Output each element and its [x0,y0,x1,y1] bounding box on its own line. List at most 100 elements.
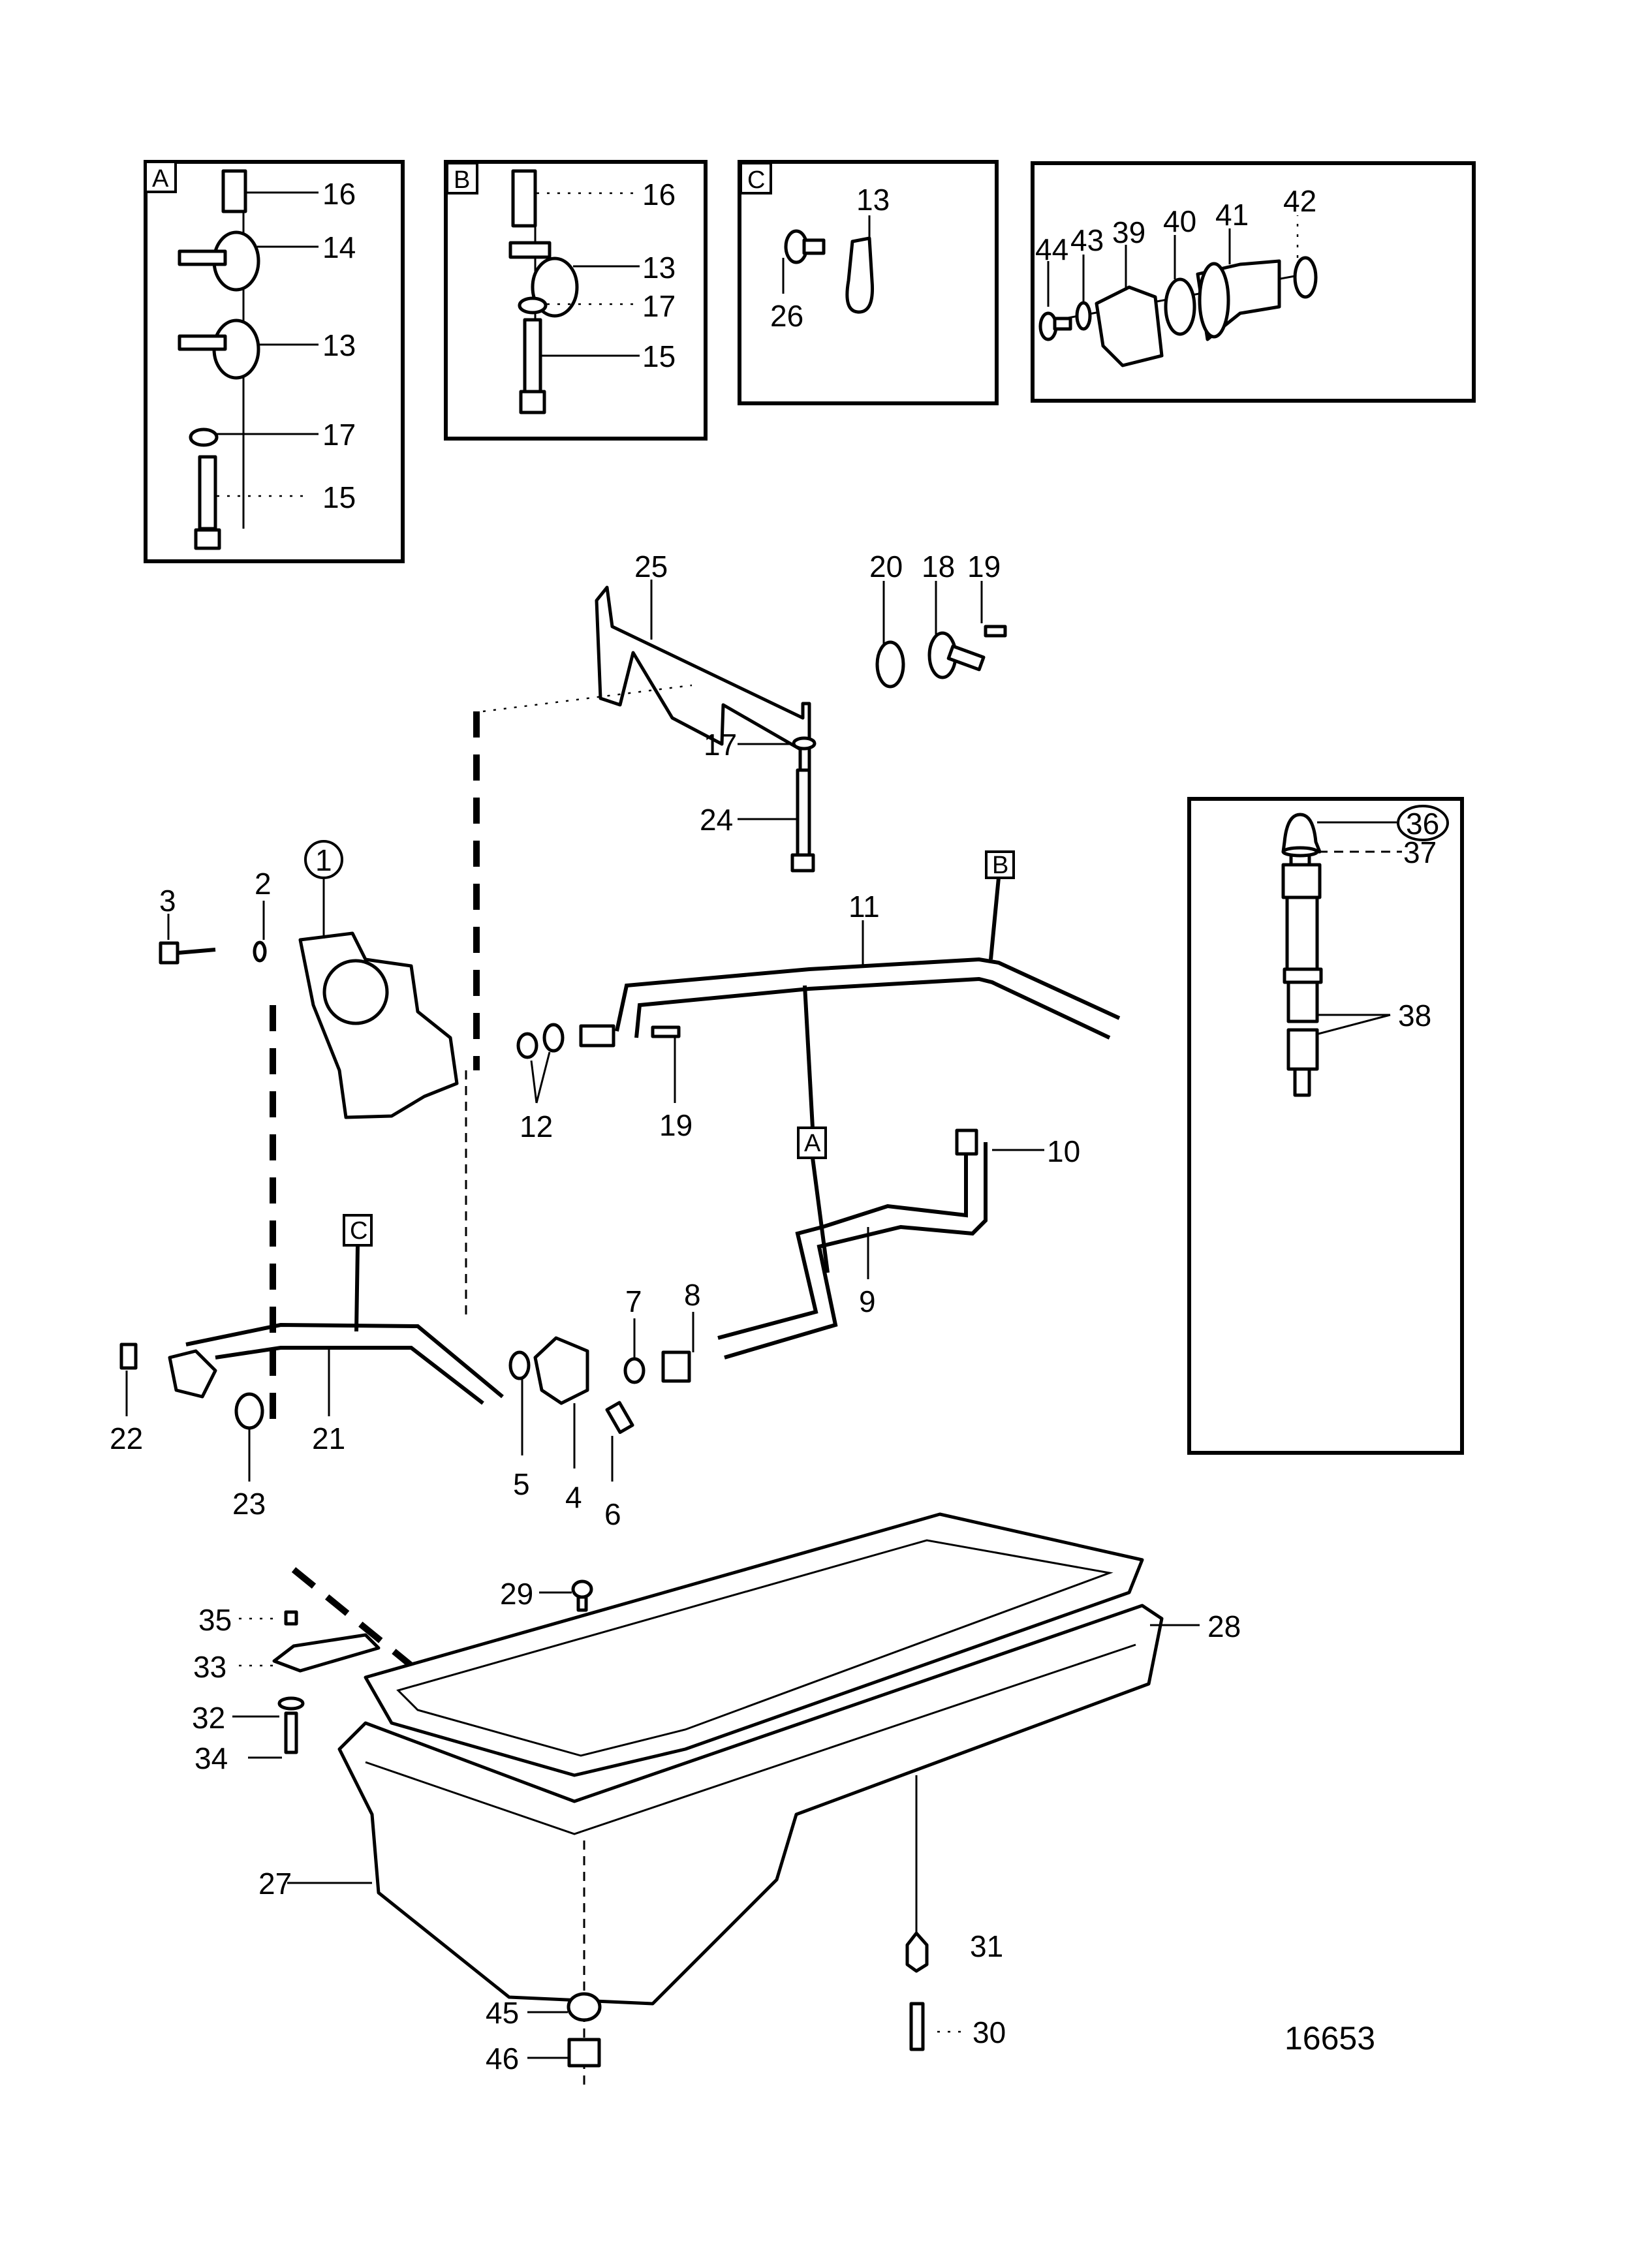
washer-17 [518,296,548,315]
washer-23 [234,1392,264,1430]
callout-a-17: 17 [322,418,356,452]
washer-32 [277,1696,305,1711]
callout-34: 34 [195,1741,228,1775]
detail-box-b: B 16 13 17 15 [444,160,708,441]
callout-8: 8 [684,1278,701,1312]
o-ring-37 [1281,846,1319,858]
callout-e-38: 38 [1398,999,1431,1033]
pipe-tag-a: A [804,1130,821,1157]
callout-b-13: 13 [642,251,676,285]
clip-13 [845,236,875,314]
callout-d-39: 39 [1112,215,1145,249]
pressure-pipe-assembly: C 22 23 21 [110,1214,504,1521]
detail-box-a: A 16 14 13 17 15 [144,160,405,563]
bolt-6 [605,1401,634,1435]
callout-18: 18 [922,550,955,583]
drawing-number: 16653 [1284,2020,1375,2057]
callout-9: 9 [859,1284,876,1318]
callout-b-16: 16 [642,178,676,211]
detail-box-dipstick: 36 37 38 [1187,797,1464,1455]
sleeve-16 [221,169,247,213]
oil-pump-assembly: 1 3 2 12 19 [159,711,693,1423]
callout-45: 45 [486,1996,519,2030]
bolt-3 [159,941,179,965]
bolt-24 [796,768,811,863]
bolt-34 [284,1711,298,1754]
oil-pump-1 [298,931,459,1119]
detail-box-a-tag: A [152,165,169,193]
callout-a-16: 16 [322,177,356,211]
oil-sump-assembly: 27 28 29 35 33 32 34 45 46 31 30 [192,1512,1241,2089]
banjo-fitting [168,1349,217,1399]
pipe-tag-b-frame [985,850,1015,879]
bolt-15 [198,455,217,531]
detail-box-c-tag: C [747,166,765,194]
callout-c-26: 26 [770,299,803,333]
detail-box-dipstick-frame [1187,797,1464,1455]
callout-4: 4 [565,1480,582,1514]
callout-19-top: 19 [967,550,1001,583]
detail-box-c-tag-frame [739,162,772,194]
plug-29 [571,1579,593,1599]
nipple-8 [661,1350,691,1383]
callout-28: 28 [1207,1609,1241,1643]
dipstick-tube-38 [1281,863,1322,899]
callout-46: 46 [486,2042,519,2075]
o-ring-40 [1164,277,1196,336]
washer-43 [1075,301,1092,331]
ring-42 [1293,256,1318,299]
seal-12b [542,1023,565,1053]
detail-box-a-tag-frame [144,161,177,193]
callout-d-42: 42 [1283,184,1316,218]
callout-30: 30 [973,2015,1006,2049]
callout-e-36: 36 [1406,807,1439,841]
callout-20: 20 [869,550,903,583]
callout-19-mid: 19 [659,1108,693,1142]
callout-d-43: 43 [1070,223,1104,257]
washer-45 [567,1992,602,2022]
callout-b-17: 17 [642,289,676,323]
callout-11: 11 [848,890,880,924]
detail-box-oil-filler-frame [1031,161,1476,403]
callout-17: 17 [704,728,737,762]
callout-23: 23 [232,1487,266,1521]
callout-31: 31 [970,1929,1003,1963]
union-7 [623,1357,646,1384]
bolt-19 [984,625,1007,638]
pipe-tag-c: C [350,1217,367,1245]
callout-29: 29 [500,1577,533,1611]
callout-d-41: 41 [1215,198,1249,232]
pipe-tag-b: B [992,852,1008,879]
callout-10: 10 [1047,1134,1080,1168]
detail-box-b-frame [444,160,708,441]
bolt-22 [119,1343,138,1370]
bolt-19b [651,1025,681,1038]
callout-e-37: 37 [1403,835,1437,869]
circled-callout-1-ring [304,840,343,879]
callout-d-44: 44 [1035,232,1068,266]
callout-d-40: 40 [1163,204,1196,238]
delivery-pipe-assembly: 11 B A [615,850,1121,1273]
sleeve-16 [511,169,537,228]
bracket-25 [595,585,811,772]
bolt-15 [523,318,542,400]
bracket-assembly: 25 20 18 19 17 24 [482,550,1007,873]
callout-7: 7 [625,1284,642,1318]
callout-22: 22 [110,1421,143,1455]
detail-box-c-frame [738,160,999,405]
callout-b-15: 15 [642,339,676,373]
callout-5: 5 [513,1467,530,1501]
suction-pipe-assembly: 10 9 7 8 5 4 6 [508,1128,1080,1531]
detail-box-c: C 13 26 [738,160,999,405]
callout-a-15: 15 [322,480,356,514]
callout-2: 2 [255,867,272,901]
pipe-tag-a-frame [797,1126,827,1159]
bracket-33 [272,1633,381,1673]
callout-a-14: 14 [322,230,356,264]
detail-box-a-frame [144,160,405,563]
callout-c-13: 13 [856,183,890,217]
callout-3: 3 [159,884,176,918]
drain-plug-46 [567,2038,601,2068]
callout-32: 32 [192,1701,225,1735]
